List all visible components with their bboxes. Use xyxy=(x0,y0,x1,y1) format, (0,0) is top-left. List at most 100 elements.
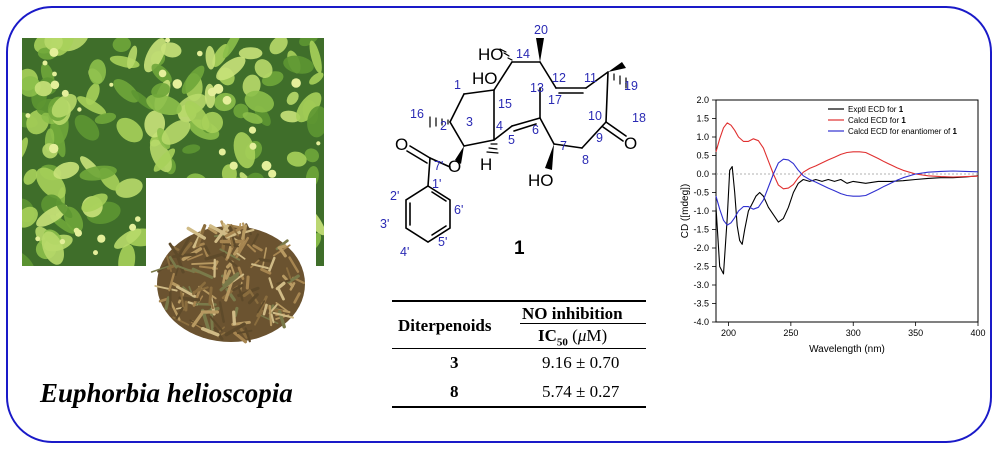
y-tick-label: -1.5 xyxy=(693,225,709,235)
leaf-shape xyxy=(116,117,143,143)
herb-fragment xyxy=(236,329,253,335)
leaf-shape xyxy=(309,40,322,74)
herb-fragment xyxy=(180,290,185,311)
herb-fragment xyxy=(204,252,226,261)
herb-fragment xyxy=(244,327,251,343)
col-header-no-inhibition: NO inhibition xyxy=(522,304,623,323)
leaf-shape xyxy=(286,91,299,105)
y-tick-label: -2.5 xyxy=(693,262,709,272)
rounded-frame xyxy=(6,6,992,443)
flower-shape xyxy=(268,169,277,178)
leaf-shape xyxy=(205,45,216,70)
carbon-number: 6 xyxy=(532,123,539,137)
herb-fragment xyxy=(166,255,173,273)
y-tick-label: 1.0 xyxy=(696,132,709,142)
leaf-shape xyxy=(79,165,117,181)
herb-fragment xyxy=(214,224,229,244)
leaf-shape xyxy=(34,80,53,97)
herb-fragment xyxy=(246,243,257,253)
carbon-number: 7' xyxy=(434,159,443,173)
leaf-shape xyxy=(222,38,242,59)
herb-fragment xyxy=(208,224,229,237)
herb-fragment xyxy=(203,247,209,257)
atom-o-9: O xyxy=(624,134,637,153)
leaf-shape xyxy=(280,110,301,123)
leaf-shape xyxy=(22,206,38,228)
herb-fragment xyxy=(258,313,279,325)
leaf-shape xyxy=(160,42,182,58)
series-line-1 xyxy=(715,166,979,275)
herb-fragment xyxy=(277,244,287,250)
herb-fragment xyxy=(222,269,227,284)
herb-fragment xyxy=(208,286,213,306)
herb-fragment xyxy=(275,302,290,314)
flower-shape xyxy=(61,89,69,97)
leaf-shape xyxy=(153,148,176,172)
leaf-shape xyxy=(182,144,201,154)
flower-shape xyxy=(172,79,183,89)
carbon-number: 1' xyxy=(432,177,441,191)
y-tick-label: -3.0 xyxy=(693,280,709,290)
table-row-value: 9.16 ± 0.70 xyxy=(542,353,620,372)
herb-fragment xyxy=(192,286,209,294)
flower-shape xyxy=(158,69,167,78)
x-tick-label: 400 xyxy=(970,328,985,338)
herb-fragment xyxy=(258,258,272,263)
herb-fragment xyxy=(175,253,185,274)
herb-fragment xyxy=(191,267,214,279)
flower-shape xyxy=(35,236,41,242)
table-mid-rule xyxy=(392,348,646,349)
herb-fragment xyxy=(233,331,248,344)
flower-shape xyxy=(52,71,57,77)
atom-o-3: O xyxy=(448,157,461,176)
leaf-shape xyxy=(269,38,288,55)
leaf-shape xyxy=(127,45,138,69)
herb-fragment xyxy=(241,224,248,240)
table-row-compound: 8 xyxy=(450,382,459,401)
carbon-number: 5 xyxy=(508,133,515,147)
atom-ho-14: HO xyxy=(478,45,504,64)
carbon-number: 5' xyxy=(438,235,447,249)
herb-fragment xyxy=(186,226,206,240)
flower-shape xyxy=(229,161,238,170)
herb-fragment xyxy=(218,301,225,323)
flower-shape xyxy=(249,142,257,150)
leaf-shape xyxy=(161,119,191,145)
herb-fragment xyxy=(285,267,294,286)
x-tick-label: 250 xyxy=(783,328,798,338)
leaf-shape xyxy=(118,244,136,266)
leaf-shape xyxy=(283,55,314,74)
herb-fragment xyxy=(187,253,203,261)
flower-shape xyxy=(77,107,82,112)
flower-shape xyxy=(49,143,59,154)
carbon-number: 12 xyxy=(552,71,566,85)
leaf-shape xyxy=(151,82,170,98)
herb-fragment xyxy=(180,241,193,256)
atom-ho-7: HO xyxy=(528,171,554,190)
carbon-number: 2 xyxy=(440,119,447,133)
carbon-number: 20 xyxy=(534,23,548,37)
leaf-shape xyxy=(115,178,143,198)
herb-fragment xyxy=(268,304,273,327)
herb-fragment xyxy=(289,282,296,291)
leaf-shape xyxy=(41,231,64,265)
flower-shape xyxy=(261,160,272,171)
legend-entry: Calcd ECD for enantiomer of 1 xyxy=(848,127,958,136)
y-tick-label: -2.0 xyxy=(693,243,709,253)
y-tick-label: -0.5 xyxy=(693,188,709,198)
species-name: Euphorbia helioscopia xyxy=(40,378,293,408)
herb-fragment xyxy=(178,236,191,256)
leaf-shape xyxy=(55,200,73,219)
herb-fragment xyxy=(200,327,220,337)
leaf-shape xyxy=(286,151,307,167)
leaf-shape xyxy=(146,94,182,115)
herb-fragment xyxy=(209,315,223,332)
leaf-shape xyxy=(181,65,205,94)
x-axis-label: Wavelength (nm) xyxy=(809,344,885,355)
leaf-shape xyxy=(184,100,210,131)
herb-fragment xyxy=(242,289,252,298)
herb-fragment xyxy=(164,296,170,311)
herb-fragment xyxy=(176,264,195,274)
herb-fragment xyxy=(158,297,168,303)
herb-fragment xyxy=(247,293,259,305)
